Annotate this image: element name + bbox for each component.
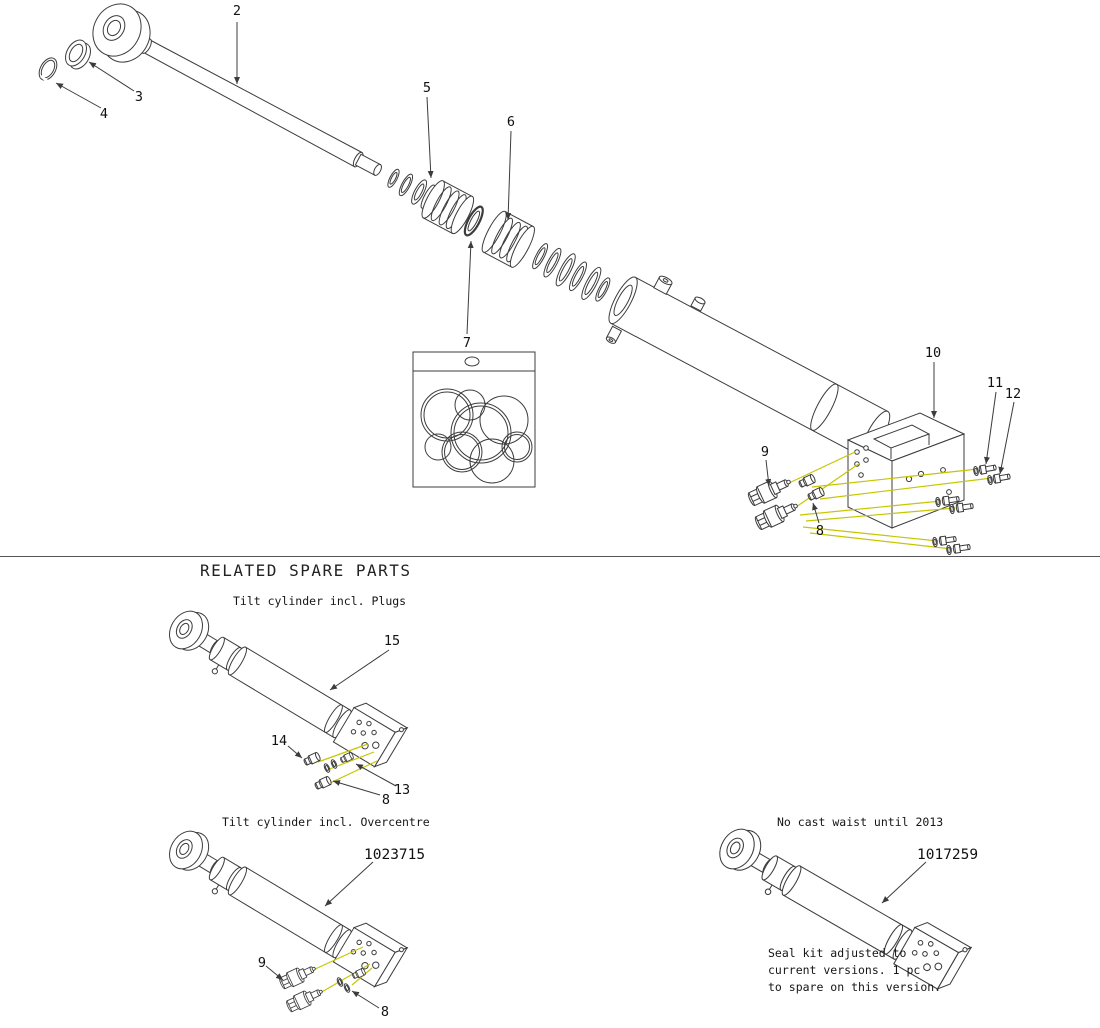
callout-leader-lines bbox=[55, 22, 1015, 524]
fitting-icon bbox=[745, 472, 795, 509]
callout-9: 9 bbox=[760, 444, 770, 460]
screw-icon bbox=[955, 501, 975, 513]
caption-no-cast-waist: No cast waist until 2013 bbox=[777, 815, 944, 829]
callout-15: 15 bbox=[383, 633, 401, 649]
callout-14: 14 bbox=[270, 733, 288, 749]
seal-kit-orings bbox=[420, 388, 533, 484]
washer-icon bbox=[972, 465, 980, 477]
port-boss bbox=[653, 275, 673, 295]
rod-end-eye bbox=[92, 3, 151, 63]
callout-9-overcentre: 9 bbox=[257, 955, 267, 971]
part-number-1017259: 1017259 bbox=[917, 847, 979, 863]
bushing-ring bbox=[65, 39, 91, 70]
caption-tilt-cylinder-plugs: Tilt cylinder incl. Plugs bbox=[233, 594, 407, 608]
seal-kit-note-line-1: Seal kit adjusted to bbox=[768, 946, 907, 960]
screw-icon bbox=[992, 471, 1012, 484]
callout-12: 12 bbox=[1004, 386, 1022, 402]
callout-4: 4 bbox=[99, 106, 109, 122]
side-port-stub bbox=[605, 325, 623, 344]
section-title: RELATED SPARE PARTS bbox=[200, 561, 412, 580]
callout-13: 13 bbox=[393, 782, 411, 798]
hose-leader-lines bbox=[788, 451, 993, 550]
callout-6: 6 bbox=[506, 114, 516, 130]
main-exploded-view bbox=[38, 3, 1015, 556]
piston bbox=[481, 210, 535, 268]
seal-kit-note-line-3: to spare on this version. bbox=[768, 980, 942, 994]
related-spare-parts-drawings bbox=[160, 596, 972, 1015]
callout-11: 11 bbox=[986, 375, 1004, 391]
seal-kit-note-line-2: current versions. 1 pc bbox=[768, 963, 921, 977]
washer-icon bbox=[986, 474, 994, 486]
rear-seal-rings bbox=[532, 243, 611, 302]
screw-icon bbox=[952, 542, 972, 554]
rod-seal-rings bbox=[387, 168, 428, 205]
rear-boss bbox=[690, 296, 706, 312]
plug-icon bbox=[806, 486, 826, 503]
callout-8: 8 bbox=[815, 523, 825, 539]
cylinder-tube bbox=[605, 275, 891, 459]
callout-10: 10 bbox=[924, 345, 942, 361]
washer-icon bbox=[945, 544, 953, 556]
callout-5: 5 bbox=[422, 80, 432, 96]
screw-icon bbox=[978, 462, 998, 475]
caption-tilt-cylinder-overcentre: Tilt cylinder incl. Overcentre bbox=[222, 815, 430, 829]
circlip bbox=[38, 57, 58, 83]
section-divider bbox=[0, 556, 1100, 557]
seal-kit-bag bbox=[412, 351, 536, 488]
piston-seal-ring bbox=[463, 205, 484, 237]
tilt-cylinder-plugs-drawing bbox=[160, 596, 408, 796]
callout-8-plugs: 8 bbox=[381, 792, 391, 808]
callout-3: 3 bbox=[134, 89, 144, 105]
no-cast-waist-drawing bbox=[710, 813, 972, 997]
piston-rod bbox=[141, 38, 382, 176]
screw-icon bbox=[938, 534, 958, 546]
washer-icon bbox=[948, 503, 956, 515]
callout-7: 7 bbox=[462, 335, 472, 351]
tilt-cylinder-overcentre-drawing bbox=[160, 816, 408, 1015]
callout-2: 2 bbox=[232, 3, 242, 19]
washer-icon bbox=[931, 536, 939, 548]
gland-assembly bbox=[420, 180, 475, 235]
plug-parts bbox=[797, 473, 826, 503]
hydraulic-fittings bbox=[745, 472, 802, 533]
callout-8-overcentre: 8 bbox=[380, 1004, 390, 1020]
part-number-1023715: 1023715 bbox=[364, 847, 426, 863]
